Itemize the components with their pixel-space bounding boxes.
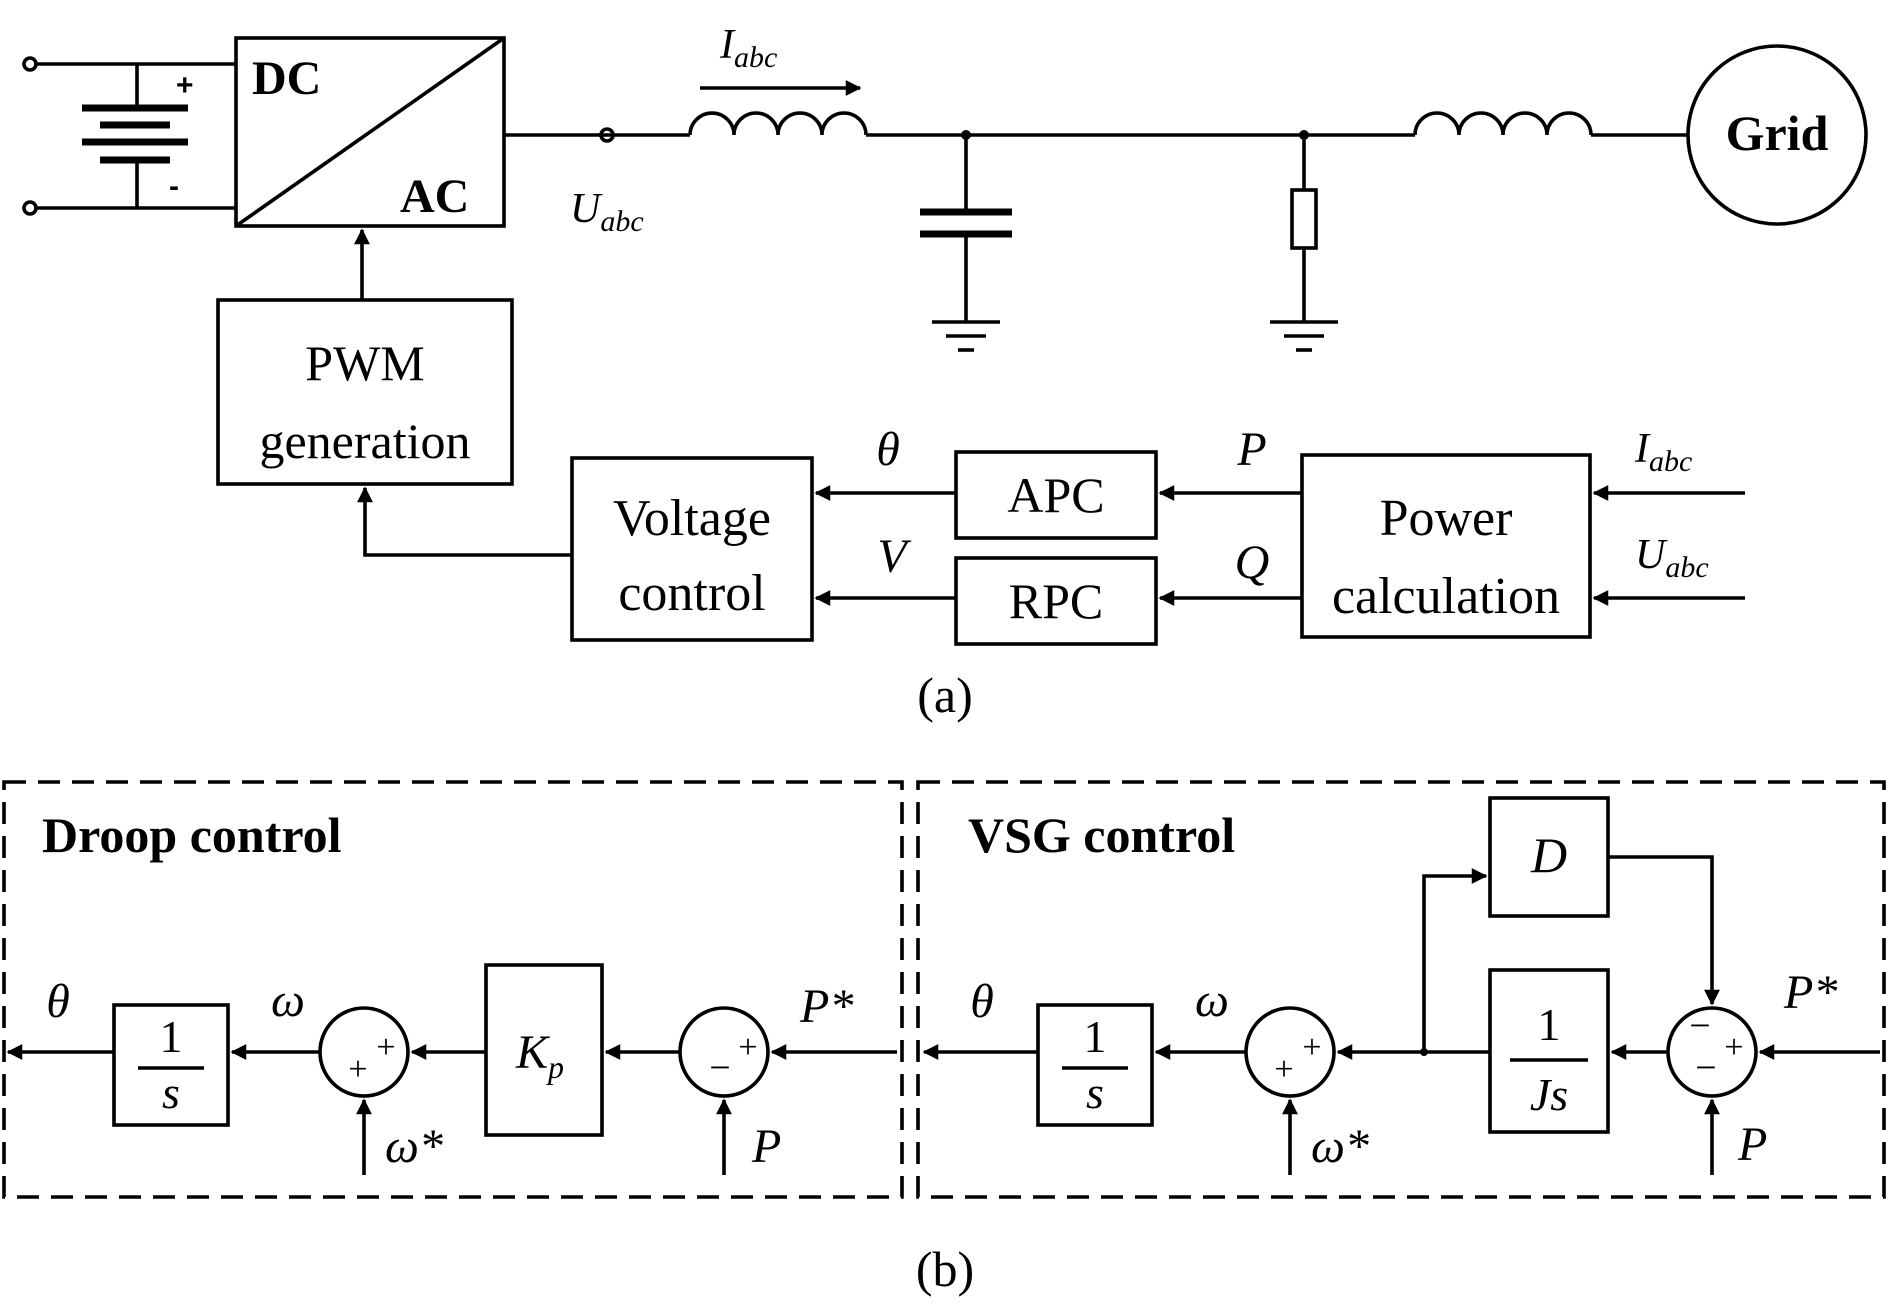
vsg-integrator-block: [1036, 1003, 1154, 1127]
battery-minus: -: [169, 170, 179, 203]
converter-ac-label: AC: [400, 170, 469, 223]
pc-line1: Power: [1380, 490, 1513, 547]
vsg-integrator-num: 1: [1084, 1011, 1107, 1062]
terminal-bottom: [22, 200, 38, 216]
vsg-damping-label: D: [1530, 827, 1567, 883]
pwm-line2: generation: [259, 413, 470, 469]
droop-control-panel: Droop control 1 s θ + + ω ω* Kp + −: [2, 780, 904, 1199]
power-calculation-block: Power calculation: [1300, 453, 1592, 639]
vsg-title: VSG control: [968, 807, 1235, 863]
droop-frame: [2, 780, 904, 1199]
apc-label: APC: [1007, 467, 1104, 523]
panel-b: Droop control 1 s θ + + ω ω* Kp + −: [2, 780, 1886, 1297]
droop-integrator-num: 1: [160, 1011, 183, 1062]
droop-gain-label: Kp: [515, 1026, 564, 1085]
vsg-integrator-den: s: [1086, 1067, 1104, 1118]
filter-capacitor: [920, 135, 1012, 352]
terminal-top: [22, 56, 38, 72]
vsg-p-label: P: [1737, 1118, 1767, 1171]
junction-node: [1420, 1048, 1428, 1056]
uabc-node: [599, 127, 615, 143]
sign-plus: +: [376, 1029, 395, 1066]
vsg-pref-label: P*: [1783, 966, 1837, 1019]
panel-b-caption: (b): [916, 1241, 974, 1297]
pwm-generation-block: PWM generation: [216, 298, 514, 486]
voltage-label: Uabc: [570, 186, 644, 238]
vsg-omega-label: ω: [1195, 974, 1229, 1027]
droop-integrator-den: s: [162, 1067, 180, 1118]
uabc-input-label: Uabc: [1635, 532, 1709, 584]
panel-a: + - DC AC Iabc Uabc: [22, 22, 1868, 723]
iabc-input-label: Iabc: [1634, 426, 1692, 478]
converter-dc-label: DC: [252, 52, 321, 105]
dc-source: + -: [22, 56, 236, 216]
droop-omega-label: ω: [271, 974, 305, 1027]
power-line: [504, 111, 1688, 143]
droop-omega-ref-label: ω*: [385, 1120, 443, 1173]
droop-pref-label: P*: [799, 980, 853, 1033]
current-label: Iabc: [719, 22, 777, 74]
voltage-control-block: Voltage control: [570, 456, 814, 642]
droop-title: Droop control: [42, 807, 342, 863]
droop-p-label: P: [751, 1120, 781, 1173]
sign-minus: −: [709, 1047, 730, 1089]
load-resistor: [1270, 135, 1338, 352]
theta-label: θ: [876, 423, 900, 476]
sign-plus: +: [1274, 1051, 1293, 1088]
sign-minus: −: [1695, 1047, 1716, 1089]
vc-to-pwm-arrow: [357, 486, 572, 557]
filter-inductor: [688, 111, 868, 136]
apc-block: APC: [954, 450, 1158, 540]
pwm-line1: PWM: [305, 335, 424, 391]
vsg-inertia-num: 1: [1538, 999, 1561, 1050]
sign-minus: −: [1689, 1005, 1710, 1047]
dc-ac-converter: DC AC: [234, 36, 506, 228]
vsg-omega-ref-label: ω*: [1311, 1120, 1369, 1173]
grid-label: Grid: [1726, 105, 1829, 161]
panel-a-caption: (a): [917, 667, 973, 723]
sign-plus: +: [1302, 1029, 1321, 1066]
pc-line2: calculation: [1332, 568, 1560, 625]
battery-plus: +: [176, 69, 194, 102]
vsg-omega-feedback-arrow: [1422, 868, 1488, 1052]
sign-plus: +: [738, 1029, 757, 1066]
vc-line1: Voltage: [613, 490, 771, 547]
q-label: Q: [1235, 536, 1270, 589]
grid-source: Grid: [1686, 44, 1868, 226]
vsg-inertia-den: Js: [1530, 1069, 1568, 1120]
rpc-block: RPC: [954, 556, 1158, 646]
line-inductor: [1413, 111, 1593, 136]
droop-gain-block: [484, 963, 604, 1137]
vc-line2: control: [618, 565, 765, 622]
sign-plus: +: [1724, 1029, 1743, 1066]
rpc-label: RPC: [1009, 573, 1104, 629]
vsg-damping-out-arrow: [1608, 855, 1720, 1006]
droop-theta-label: θ: [46, 975, 70, 1028]
vsg-control-panel: VSG control 1 s θ + + ω ω* 1 Js D: [916, 780, 1886, 1199]
vsg-frame: [916, 780, 1886, 1199]
vsg-theta-label: θ: [970, 975, 994, 1028]
droop-integrator-block: [112, 1003, 230, 1127]
sign-plus: +: [348, 1051, 367, 1088]
v-label: V: [877, 530, 911, 583]
p-label: P: [1236, 423, 1266, 476]
